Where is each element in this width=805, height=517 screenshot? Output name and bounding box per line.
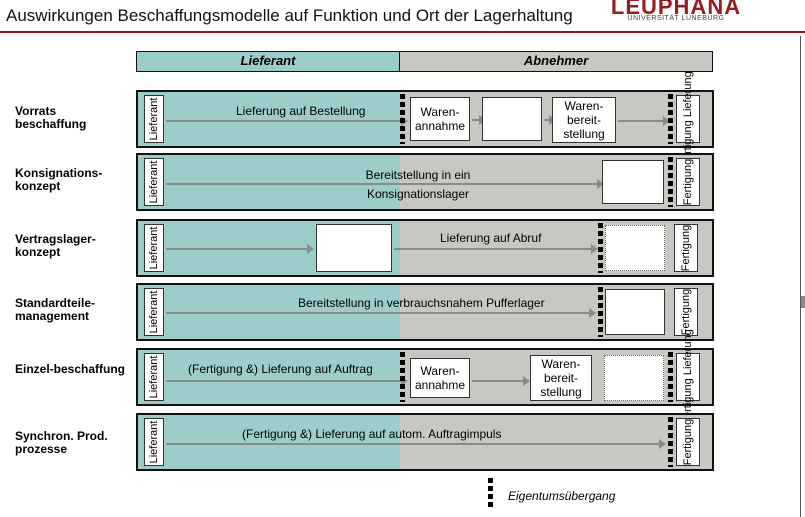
- flow-label: Lieferung auf Bestellung: [236, 104, 366, 118]
- production-box: Fertigung: [674, 224, 698, 272]
- row-vorratsbeschaffung: Lieferant Lieferung auf Bestellung Waren…: [136, 71, 714, 167]
- goods-receipt-box: Waren-annahme: [410, 97, 470, 141]
- row-einzelbeschaffung: Lieferant (Fertigung &) Lieferung auf Au…: [136, 329, 714, 425]
- leuphana-logo: LEUPHANA UNIVERSITÄT LÜNEBURG: [600, 0, 752, 26]
- storage-box: [482, 97, 542, 141]
- ownership-transfer-marker: [668, 94, 673, 144]
- flow-label: (Fertigung &) Lieferung auf autom. Auftr…: [242, 427, 502, 441]
- row-label-text: Standardteile-management: [15, 296, 96, 323]
- column-header-supplier: Lieferant: [136, 51, 400, 72]
- row-konsignationskonzept: Lieferant Bereitstellung in ein Konsigna…: [136, 153, 714, 211]
- supplier-box: Lieferant: [144, 353, 164, 401]
- row-label-text: Konsignations-konzept: [15, 166, 103, 193]
- flow-label: Bereitstellung in verbrauchsnahem Puffer…: [298, 296, 545, 310]
- flow-arrow: [544, 115, 556, 125]
- legend-label: Eigentumsübergang: [508, 489, 616, 503]
- production-box: Fertigung Lieferung: [676, 71, 700, 167]
- supplier-box: Lieferant: [144, 288, 164, 336]
- buffer-store-box: [605, 289, 665, 335]
- supplier-label: Lieferant: [148, 290, 160, 334]
- provisioning-box: Waren-bereit-stellung: [552, 97, 616, 143]
- ownership-transfer-marker: [598, 223, 603, 273]
- production-label: Fertigung: [682, 418, 694, 466]
- consignment-store-box: [602, 160, 664, 204]
- flow-arrow: [472, 376, 530, 386]
- ownership-transfer-marker: [668, 352, 673, 402]
- buffer-box: [605, 225, 665, 271]
- row-label-text: Synchron. Prod. prozesse: [15, 429, 108, 456]
- legend-ownership-marker: [488, 478, 493, 510]
- row-label-konsignationskonzept: Konsignations-konzept: [15, 167, 125, 193]
- page-title: Auswirkungen Beschaffungsmodelle auf Fun…: [6, 6, 573, 25]
- row-synchron-prod-prozesse: Lieferant (Fertigung &) Lieferung auf au…: [136, 413, 714, 471]
- ownership-transfer-marker: [598, 287, 603, 337]
- supplier-area: [138, 415, 400, 469]
- production-label: Fertigung: [682, 158, 694, 206]
- production-label: Fertigung: [680, 288, 692, 336]
- flow-arrow: [472, 115, 486, 125]
- logo-name: LEUPHANA: [610, 0, 742, 19]
- production-label: Fertigung: [680, 224, 692, 272]
- row-label-text: Einzel-beschaffung: [15, 362, 126, 376]
- production-box: Fertigung: [674, 288, 698, 336]
- row-label-vorratsbeschaffung: Vorrats beschaffung: [15, 105, 125, 131]
- supplier-area: [138, 92, 400, 146]
- supplier-label: Lieferant: [148, 355, 160, 399]
- column-header-buyer: Abnehmer: [399, 51, 713, 72]
- supplier-area: [138, 155, 400, 209]
- row-vertragslagerkonzept: Lieferant Lieferung auf Abruf Fertigung: [136, 219, 714, 277]
- row-label-synchron-prod-prozesse: Synchron. Prod. prozesse: [15, 430, 125, 456]
- logo-subtitle: UNIVERSITÄT LÜNEBURG: [627, 15, 725, 22]
- supplier-label: Lieferant: [148, 226, 160, 270]
- provisioning-box: Waren-bereit-stellung: [530, 355, 592, 401]
- flow-arrow: [618, 116, 670, 126]
- flow-arrow: [166, 376, 408, 386]
- row-standardteilemanagement: Lieferant Bereitstellung in verbrauchsna…: [136, 283, 714, 341]
- flow-arrow: [166, 439, 666, 449]
- supplier-box: Lieferant: [144, 224, 164, 272]
- goods-receipt-box: Waren-annahme: [410, 358, 470, 398]
- contract-warehouse-box: [316, 224, 392, 272]
- supplier-box: Lieferant: [144, 95, 164, 143]
- row-label-text: Vorrats beschaffung: [15, 104, 87, 131]
- flow-arrow: [394, 244, 598, 254]
- supplier-area: [138, 350, 400, 404]
- title-divider: [0, 31, 805, 33]
- slide-border: [800, 36, 801, 517]
- supplier-box: Lieferant: [144, 158, 164, 206]
- supplier-label: Lieferant: [148, 420, 160, 464]
- production-label: Fertigung Lieferung: [682, 329, 694, 425]
- flow-arrow: [166, 179, 604, 189]
- supplier-label: Lieferant: [148, 160, 160, 204]
- supplier-box: Lieferant: [144, 418, 164, 466]
- flow-label: (Fertigung &) Lieferung auf Auftrag: [188, 362, 373, 376]
- row-label-text: Vertragslager-konzept: [15, 232, 96, 259]
- buffer-box: [604, 355, 664, 401]
- flow-arrow: [166, 308, 596, 318]
- flow-arrow: [166, 244, 314, 254]
- production-box: Fertigung Lieferung: [676, 329, 700, 425]
- production-box: Fertigung: [676, 418, 700, 466]
- production-box: Fertigung: [676, 158, 700, 206]
- ownership-transfer-marker: [668, 417, 673, 467]
- row-label-einzelbeschaffung: Einzel-beschaffung: [15, 363, 125, 376]
- supplier-label: Lieferant: [148, 97, 160, 141]
- flow-label: Bereitstellung in ein Konsignationslager: [365, 168, 471, 201]
- ownership-transfer-marker: [668, 157, 673, 207]
- row-label-vertragslagerkonzept: Vertragslager-konzept: [15, 233, 125, 259]
- flow-label: Lieferung auf Abruf: [440, 231, 542, 245]
- scroll-marker: [801, 296, 805, 308]
- row-label-standardteilemanagement: Standardteile-management: [15, 297, 125, 323]
- ownership-transfer-marker: [400, 94, 405, 144]
- ownership-transfer-marker: [400, 352, 405, 402]
- flow-arrow: [166, 116, 408, 126]
